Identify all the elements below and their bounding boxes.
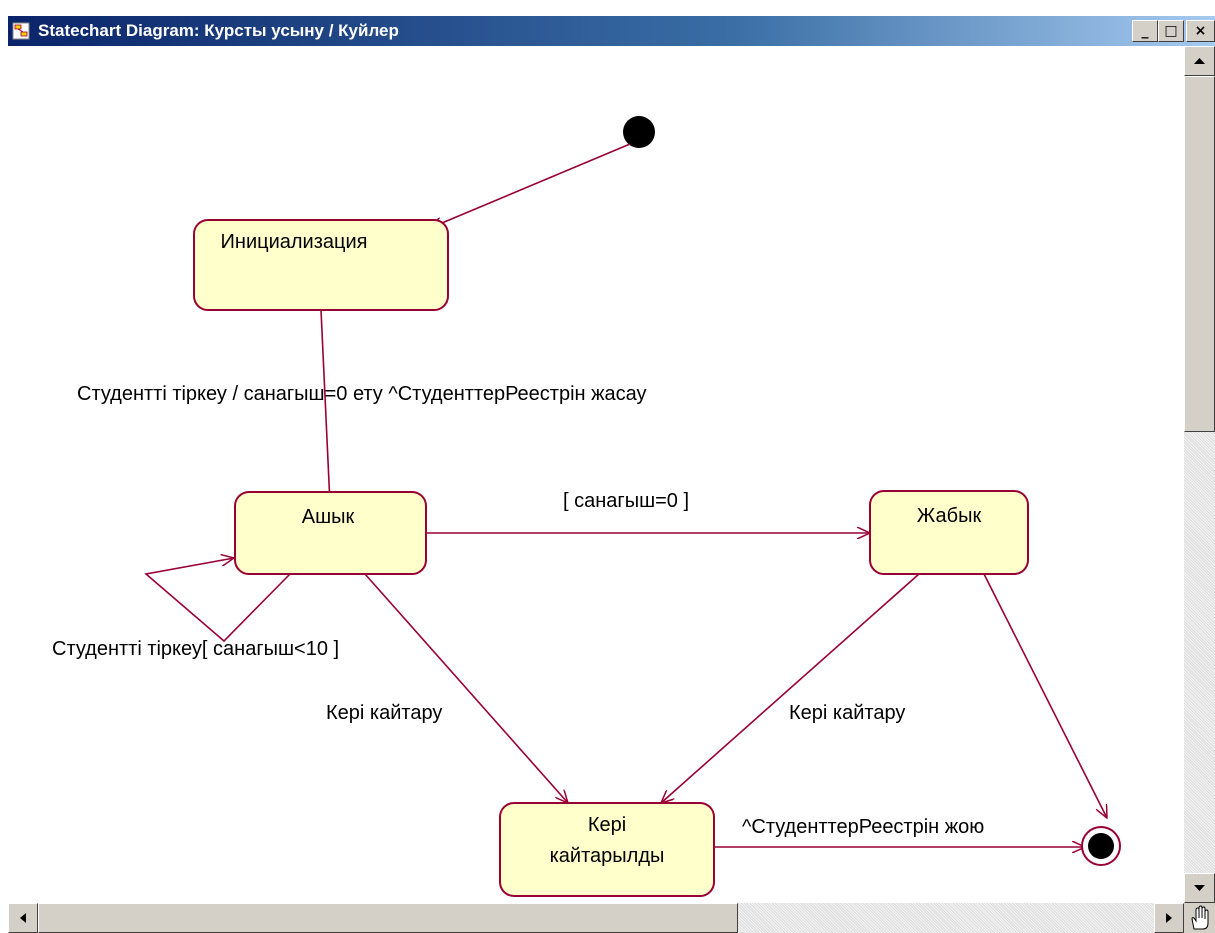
horizontal-scrollbar[interactable]	[8, 903, 1184, 933]
statechart-window: Statechart Diagram: Курсты усыну / Куйле…	[8, 16, 1215, 933]
vertical-scrollbar[interactable]	[1184, 46, 1215, 903]
label-delete-registry: ^СтуденттерРеестрін жою	[742, 816, 984, 838]
maximize-button[interactable]: □	[1158, 20, 1184, 42]
label-cancel-right: Кері кайтару	[789, 702, 905, 724]
final-state[interactable]	[1081, 826, 1121, 866]
state-initialization-label: Инициализация	[221, 231, 368, 253]
hand-icon	[1191, 905, 1209, 930]
background-text-fragment	[0, 0, 1215, 16]
transition-closed-final[interactable]	[983, 573, 1107, 818]
close-icon: ×	[1194, 23, 1207, 39]
state-closed[interactable]: Жабык	[869, 490, 1029, 575]
horizontal-scroll-thumb[interactable]	[38, 903, 738, 933]
state-closed-label: Жабык	[917, 505, 982, 527]
minimize-icon: _	[1141, 23, 1149, 39]
scroll-down-button[interactable]	[1184, 873, 1215, 903]
arrow-right-icon	[1166, 913, 1172, 923]
state-open[interactable]: Ашык	[234, 491, 427, 575]
title-bar[interactable]: Statechart Diagram: Курсты усыну / Куйле…	[8, 16, 1215, 46]
statechart-icon	[12, 22, 30, 40]
label-cancel-left: Кері кайтару	[326, 702, 442, 724]
label-guard-zero: [ санагыш=0 ]	[563, 490, 689, 512]
state-open-label: Ашык	[302, 506, 355, 528]
window-title: Statechart Diagram: Курсты усыну / Куйле…	[38, 21, 399, 40]
arrow-up-icon	[1194, 58, 1205, 64]
scroll-left-button[interactable]	[8, 903, 38, 933]
pan-corner[interactable]	[1184, 903, 1215, 933]
diagram-canvas[interactable]: Инициализация Ашык Жабык Кері кайтарылды	[8, 46, 1184, 903]
transition-self-register[interactable]	[144, 558, 291, 643]
state-returned-label-2: кайтарылды	[550, 845, 665, 867]
minimize-button[interactable]: _	[1132, 20, 1158, 42]
transition-cancel-left[interactable]	[364, 573, 568, 803]
transition-initial[interactable]	[430, 143, 631, 228]
scroll-right-button[interactable]	[1154, 903, 1184, 933]
label-register-initial: Студентті тіркеу / санагыш=0 ету ^Студен…	[77, 383, 647, 405]
state-returned[interactable]: Кері кайтарылды	[499, 802, 715, 897]
scroll-up-button[interactable]	[1184, 46, 1215, 76]
state-initialization[interactable]: Инициализация	[193, 219, 449, 311]
vertical-scroll-thumb[interactable]	[1184, 76, 1215, 432]
initial-state[interactable]	[623, 116, 655, 148]
transition-register-initial[interactable]	[320, 309, 330, 504]
statechart-diagram: Инициализация Ашык Жабык Кері кайтарылды	[52, 116, 1121, 897]
transition-cancel-right[interactable]	[661, 573, 920, 803]
arrow-down-icon	[1194, 885, 1205, 891]
label-self-register: Студентті тіркеу[ санагыш<10 ]	[52, 638, 339, 660]
state-returned-label-1: Кері	[588, 814, 626, 836]
maximize-icon: □	[1164, 23, 1178, 39]
close-button[interactable]: ×	[1186, 20, 1215, 42]
arrow-left-icon	[20, 913, 26, 923]
